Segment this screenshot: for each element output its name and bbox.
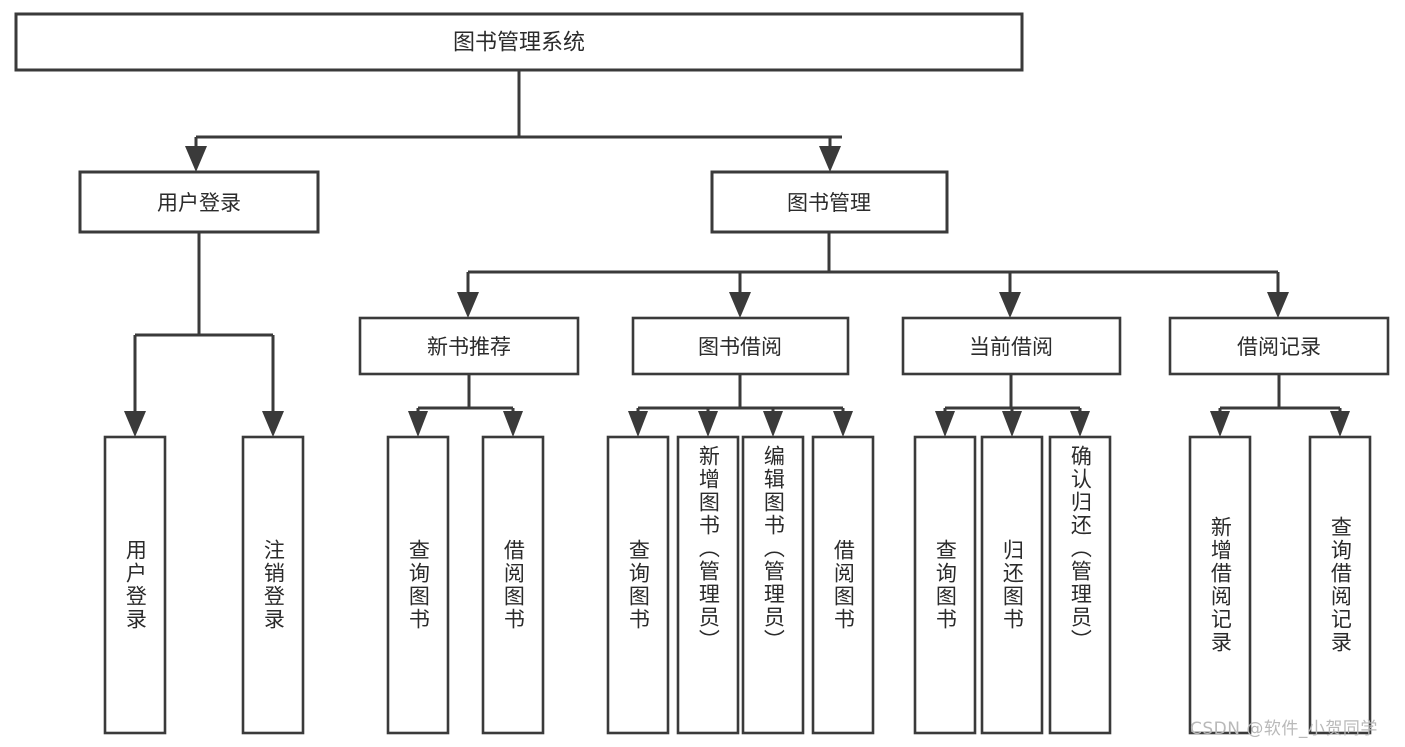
leaf-user-login-do-rect[interactable] <box>103 435 167 735</box>
arrowhead-to-book-manage <box>819 146 841 172</box>
leaf-borrow-book-2-rect[interactable] <box>811 435 875 735</box>
arrowhead-to-query-book-1 <box>408 411 428 437</box>
leaf-query-book-1-rect[interactable] <box>386 435 450 735</box>
arrowhead-to-borrow-record <box>1267 292 1289 318</box>
arrowhead-to-query-book-3 <box>935 411 955 437</box>
edge-user-login-to-leaves <box>124 232 284 437</box>
arrowhead-to-borrow-book-2 <box>833 411 853 437</box>
arrowhead-to-current-borrow <box>999 292 1021 318</box>
arrowhead-to-borrow-book-1 <box>503 411 523 437</box>
node-user-login-label: 用户登录 <box>157 191 241 215</box>
node-book-borrow-label: 图书借阅 <box>698 335 782 359</box>
arrowhead-to-user-login <box>185 146 207 172</box>
leaf-query-book-3-rect[interactable] <box>913 435 977 735</box>
node-new-book-rec-rect <box>358 316 580 376</box>
arrowhead-to-user-login-do <box>124 411 146 437</box>
edge-borrow-record-to-leaves <box>1210 374 1350 437</box>
node-book-borrow[interactable]: 图书借阅 <box>631 316 850 376</box>
node-current-borrow-rect <box>901 316 1122 376</box>
node-book-manage-label: 图书管理 <box>787 191 871 215</box>
leaf-borrow-book-1-rect[interactable] <box>481 435 545 735</box>
node-current-borrow[interactable]: 当前借阅 <box>901 316 1122 376</box>
node-new-book-rec-label: 新书推荐 <box>427 335 511 359</box>
node-new-book-rec[interactable]: 新书推荐 <box>358 316 580 376</box>
node-user-login-rect <box>78 170 320 234</box>
edge-book-borrow-to-leaves <box>628 374 853 437</box>
leaf-query-book-2-rect[interactable] <box>606 435 670 735</box>
arrowhead-to-new-book-rec <box>457 292 479 318</box>
node-borrow-record[interactable]: 借阅记录 <box>1168 316 1390 376</box>
arrowhead-to-return-book <box>1002 411 1022 437</box>
leaf-add-borrow-record-rect[interactable] <box>1188 435 1252 735</box>
edge-new-book-rec-to-leaves <box>408 374 523 437</box>
leaf-edit-book-admin-rect[interactable] <box>741 435 805 735</box>
arrowhead-to-book-borrow <box>729 292 751 318</box>
arrowhead-to-query-borrow-record <box>1330 411 1350 437</box>
arrowhead-to-confirm-return-admin <box>1070 411 1090 437</box>
arrowhead-to-edit-book-admin <box>763 411 783 437</box>
csdn-watermark: CSDN @软件_小贺同学 <box>1190 719 1378 739</box>
node-book-manage[interactable]: 图书管理 <box>710 170 949 234</box>
arrowhead-to-add-borrow-record <box>1210 411 1230 437</box>
leaf-confirm-return-admin-rect[interactable] <box>1048 435 1112 735</box>
node-root-system-label: 图书管理系统 <box>453 31 585 56</box>
node-root-system-rect <box>14 12 1024 72</box>
arrowhead-to-query-book-2 <box>628 411 648 437</box>
edge-root-to-level2 <box>185 70 842 172</box>
edge-current-borrow-to-leaves <box>935 374 1090 437</box>
leaf-user-logout-rect[interactable] <box>241 435 305 735</box>
arrowhead-to-add-book-admin <box>698 411 718 437</box>
node-root-system[interactable]: 图书管理系统 <box>14 12 1024 72</box>
node-user-login[interactable]: 用户登录 <box>78 170 320 234</box>
leaf-query-borrow-record-rect[interactable] <box>1308 435 1372 735</box>
leaf-add-book-admin-rect[interactable] <box>676 435 740 735</box>
arrowhead-to-user-logout <box>262 411 284 437</box>
node-current-borrow-label: 当前借阅 <box>969 335 1053 359</box>
node-borrow-record-label: 借阅记录 <box>1237 335 1321 359</box>
edge-book-manage-to-level3 <box>457 232 1289 318</box>
leaf-return-book-rect[interactable] <box>980 435 1044 735</box>
